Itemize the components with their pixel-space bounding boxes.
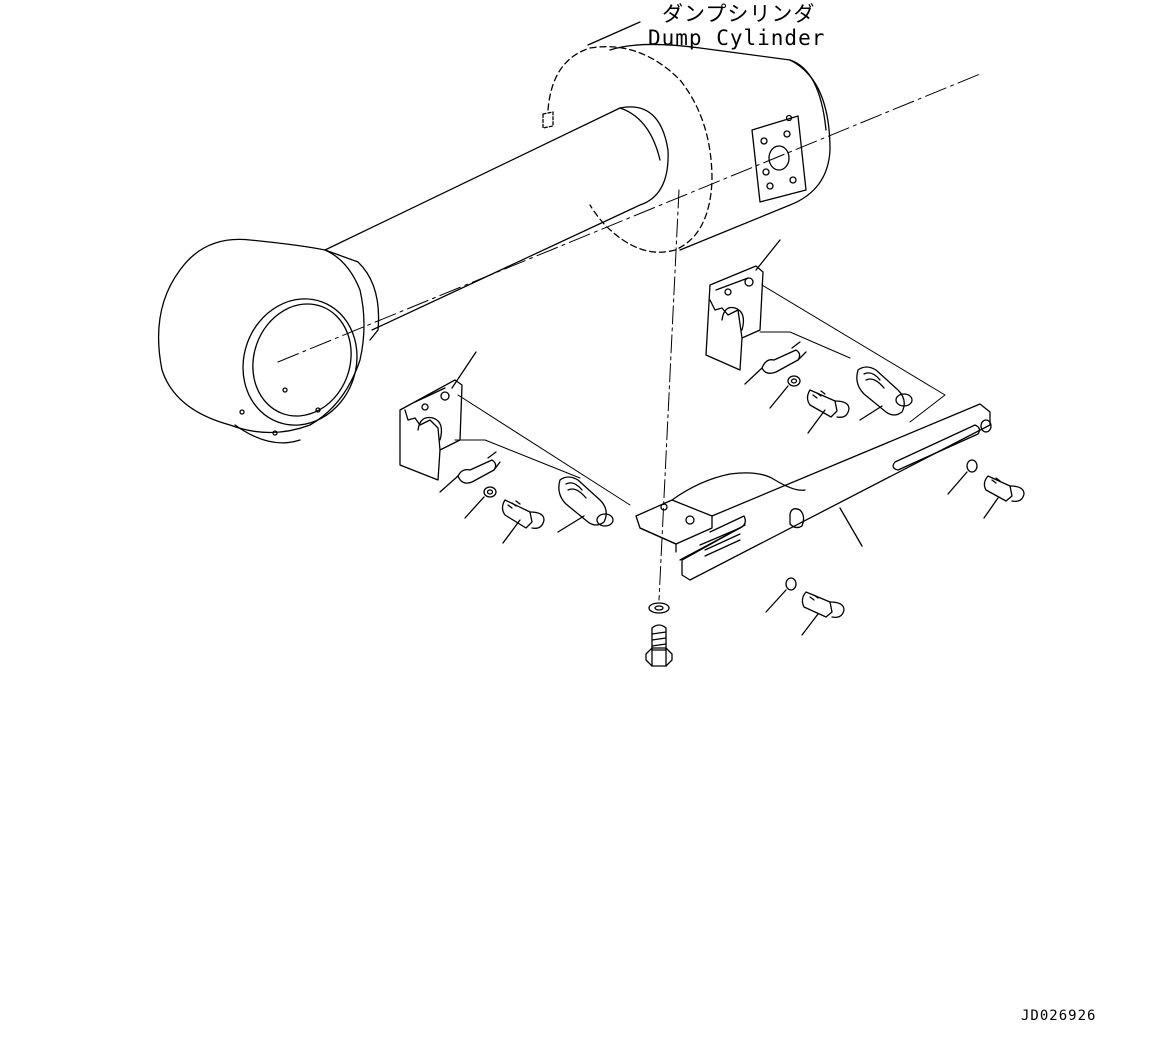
right-end-fasteners [948, 460, 1024, 518]
left-clamp-assembly [400, 352, 630, 543]
dump-cylinder [159, 22, 980, 443]
cylinder-tube-ring [790, 60, 826, 130]
left-washer [484, 487, 496, 497]
cylinder-rod-end-curve [620, 108, 660, 160]
end-bolt [984, 476, 1012, 501]
cylinder-label-english: Dump Cylinder [648, 26, 826, 50]
right-bracket-leader [756, 240, 780, 270]
lower-washer [786, 578, 796, 590]
right-washer [788, 376, 800, 386]
right-hose-fitting [857, 367, 904, 415]
bottom-washer [649, 603, 669, 613]
left-hose-fitting [559, 477, 606, 525]
cylinder-tube-end [548, 47, 712, 253]
end-washer [967, 460, 977, 472]
left-clip [458, 460, 496, 483]
cylinder-rod-eye [159, 239, 379, 442]
cylinder-tube-outline [610, 44, 830, 250]
right-bracket [706, 266, 763, 370]
bottom-fasteners [646, 603, 672, 666]
drawing-id: JD026926 [1021, 1008, 1097, 1024]
cylinder-small-bracket [543, 112, 553, 128]
cylinder-rod [325, 107, 668, 330]
bar-leader [840, 508, 862, 546]
right-clip [762, 350, 800, 373]
cylinder-port-plate [752, 116, 806, 203]
cylinder-centerline [278, 74, 980, 362]
cylinder-label-japanese: ダンプシリンダ [662, 2, 816, 26]
right-bolt [808, 390, 838, 417]
bottom-bolt [652, 625, 666, 650]
vertical-leader [659, 190, 679, 600]
cylinder-label-leader [588, 22, 640, 45]
left-bolt [503, 500, 533, 528]
main-bracket-bar [636, 404, 991, 580]
lower-bolt [802, 592, 832, 617]
left-bracket-leader [452, 352, 476, 388]
right-clamp-assembly [706, 240, 945, 433]
boss [790, 509, 804, 528]
lower-fasteners [766, 578, 844, 635]
